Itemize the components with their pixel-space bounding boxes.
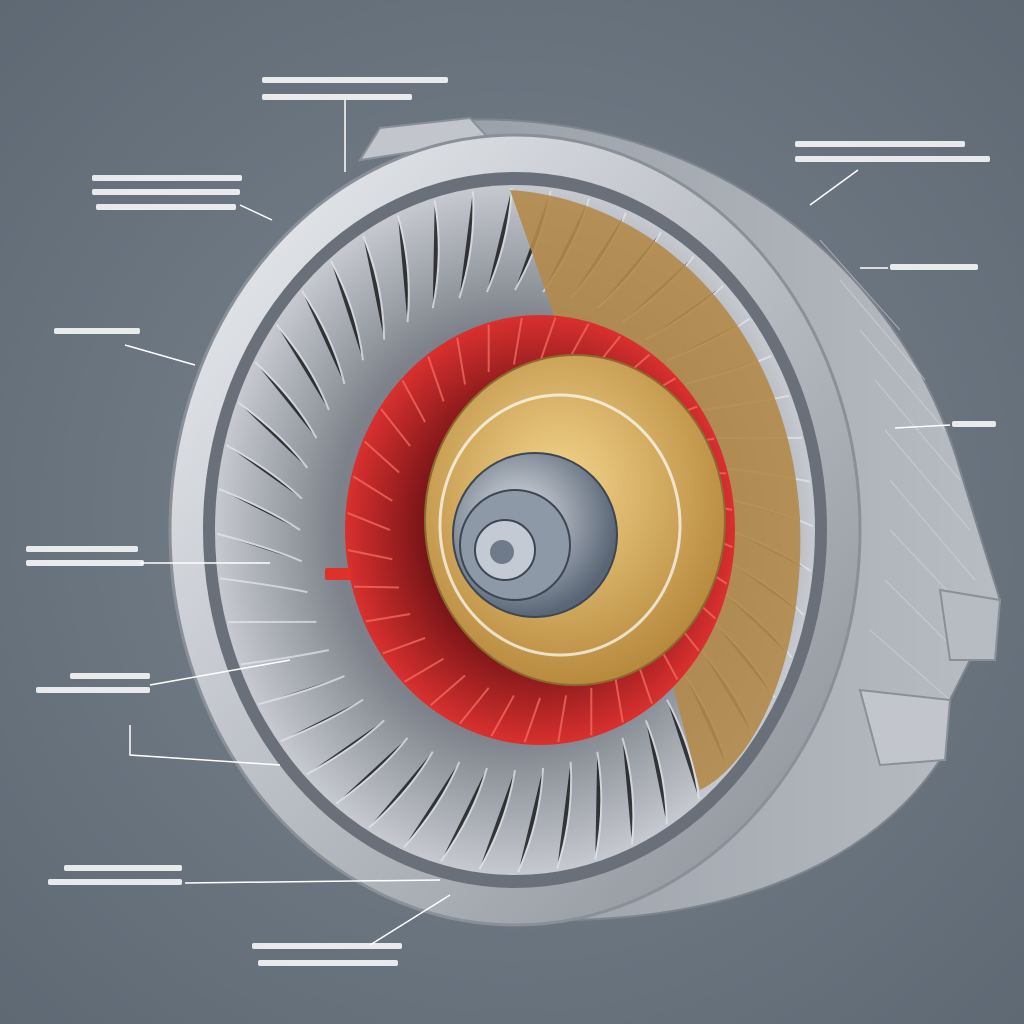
- impeller-blade: [352, 475, 393, 502]
- impeller-blade: [512, 317, 523, 365]
- impeller-blade: [380, 408, 411, 447]
- impeller-blade: [429, 674, 466, 707]
- impeller-blade: [456, 337, 466, 385]
- turbine-blade: [254, 361, 318, 439]
- turbine-blade: [306, 719, 385, 776]
- turbine-blade: [218, 488, 301, 531]
- right-flange: [938, 588, 1002, 661]
- impeller-blade: [347, 512, 391, 531]
- turbine-blade: [280, 698, 364, 743]
- illegible-label-marks: [26, 77, 996, 966]
- leader-lines: [124, 100, 951, 946]
- impeller-blade: [523, 697, 541, 743]
- turbine-blade: [431, 200, 440, 309]
- impeller-blade: [347, 549, 393, 561]
- turbine-blade: [397, 215, 410, 323]
- impeller-blade: [401, 380, 426, 423]
- turbine-blade: [517, 767, 545, 873]
- leader-line-left-bottom: [129, 725, 281, 766]
- impeller-blade: [458, 687, 490, 725]
- turbine-blade: [486, 187, 513, 293]
- leader-line-left-lower: [149, 659, 291, 686]
- leader-line-left-upper: [124, 344, 196, 366]
- impeller-blade: [614, 675, 624, 723]
- turbine-blade: [666, 699, 700, 800]
- impeller-blade: [382, 637, 426, 655]
- turbine-blade: [240, 649, 330, 666]
- leader-line-top-right: [809, 169, 859, 206]
- turbine-blade: [258, 675, 345, 706]
- impeller-blade: [490, 694, 515, 737]
- turbine-blade: [362, 235, 386, 340]
- hub-ring: [438, 393, 682, 657]
- impeller-blade: [353, 585, 400, 589]
- turbine-blade: [237, 401, 309, 469]
- shaft-bore: [490, 540, 514, 564]
- turbine-blade: [330, 260, 364, 361]
- impeller-blade: [557, 695, 568, 743]
- turbine-blade: [219, 577, 308, 594]
- leader-line-bottom: [369, 894, 451, 946]
- turbine-blade: [556, 761, 573, 869]
- turbine-blade: [301, 290, 346, 385]
- impeller-blade: [539, 317, 557, 363]
- turbine-blade: [335, 737, 409, 805]
- turbine-blade: [440, 767, 488, 862]
- impeller-blade: [365, 613, 411, 623]
- turbine-blade: [403, 761, 461, 849]
- leader-line-upper-left: [239, 204, 273, 221]
- turbine-blade: [275, 324, 330, 411]
- turbine-blade: [225, 444, 303, 500]
- leader-line-right-middle: [894, 424, 951, 429]
- impeller-blade: [404, 657, 445, 683]
- turbine-blade: [458, 191, 475, 299]
- impeller-blade: [363, 440, 400, 474]
- turbine-blade: [478, 769, 516, 871]
- turbine-blade: [216, 532, 303, 563]
- turbine-blade: [644, 720, 668, 825]
- impeller-blade: [427, 356, 445, 402]
- turbine-blade: [594, 751, 603, 860]
- leader-line-bottom-left: [184, 879, 441, 884]
- lower-right-flange: [858, 688, 952, 767]
- turbine-blade: [368, 751, 434, 829]
- turbine-blade: [621, 737, 635, 845]
- red-marker: [325, 568, 351, 580]
